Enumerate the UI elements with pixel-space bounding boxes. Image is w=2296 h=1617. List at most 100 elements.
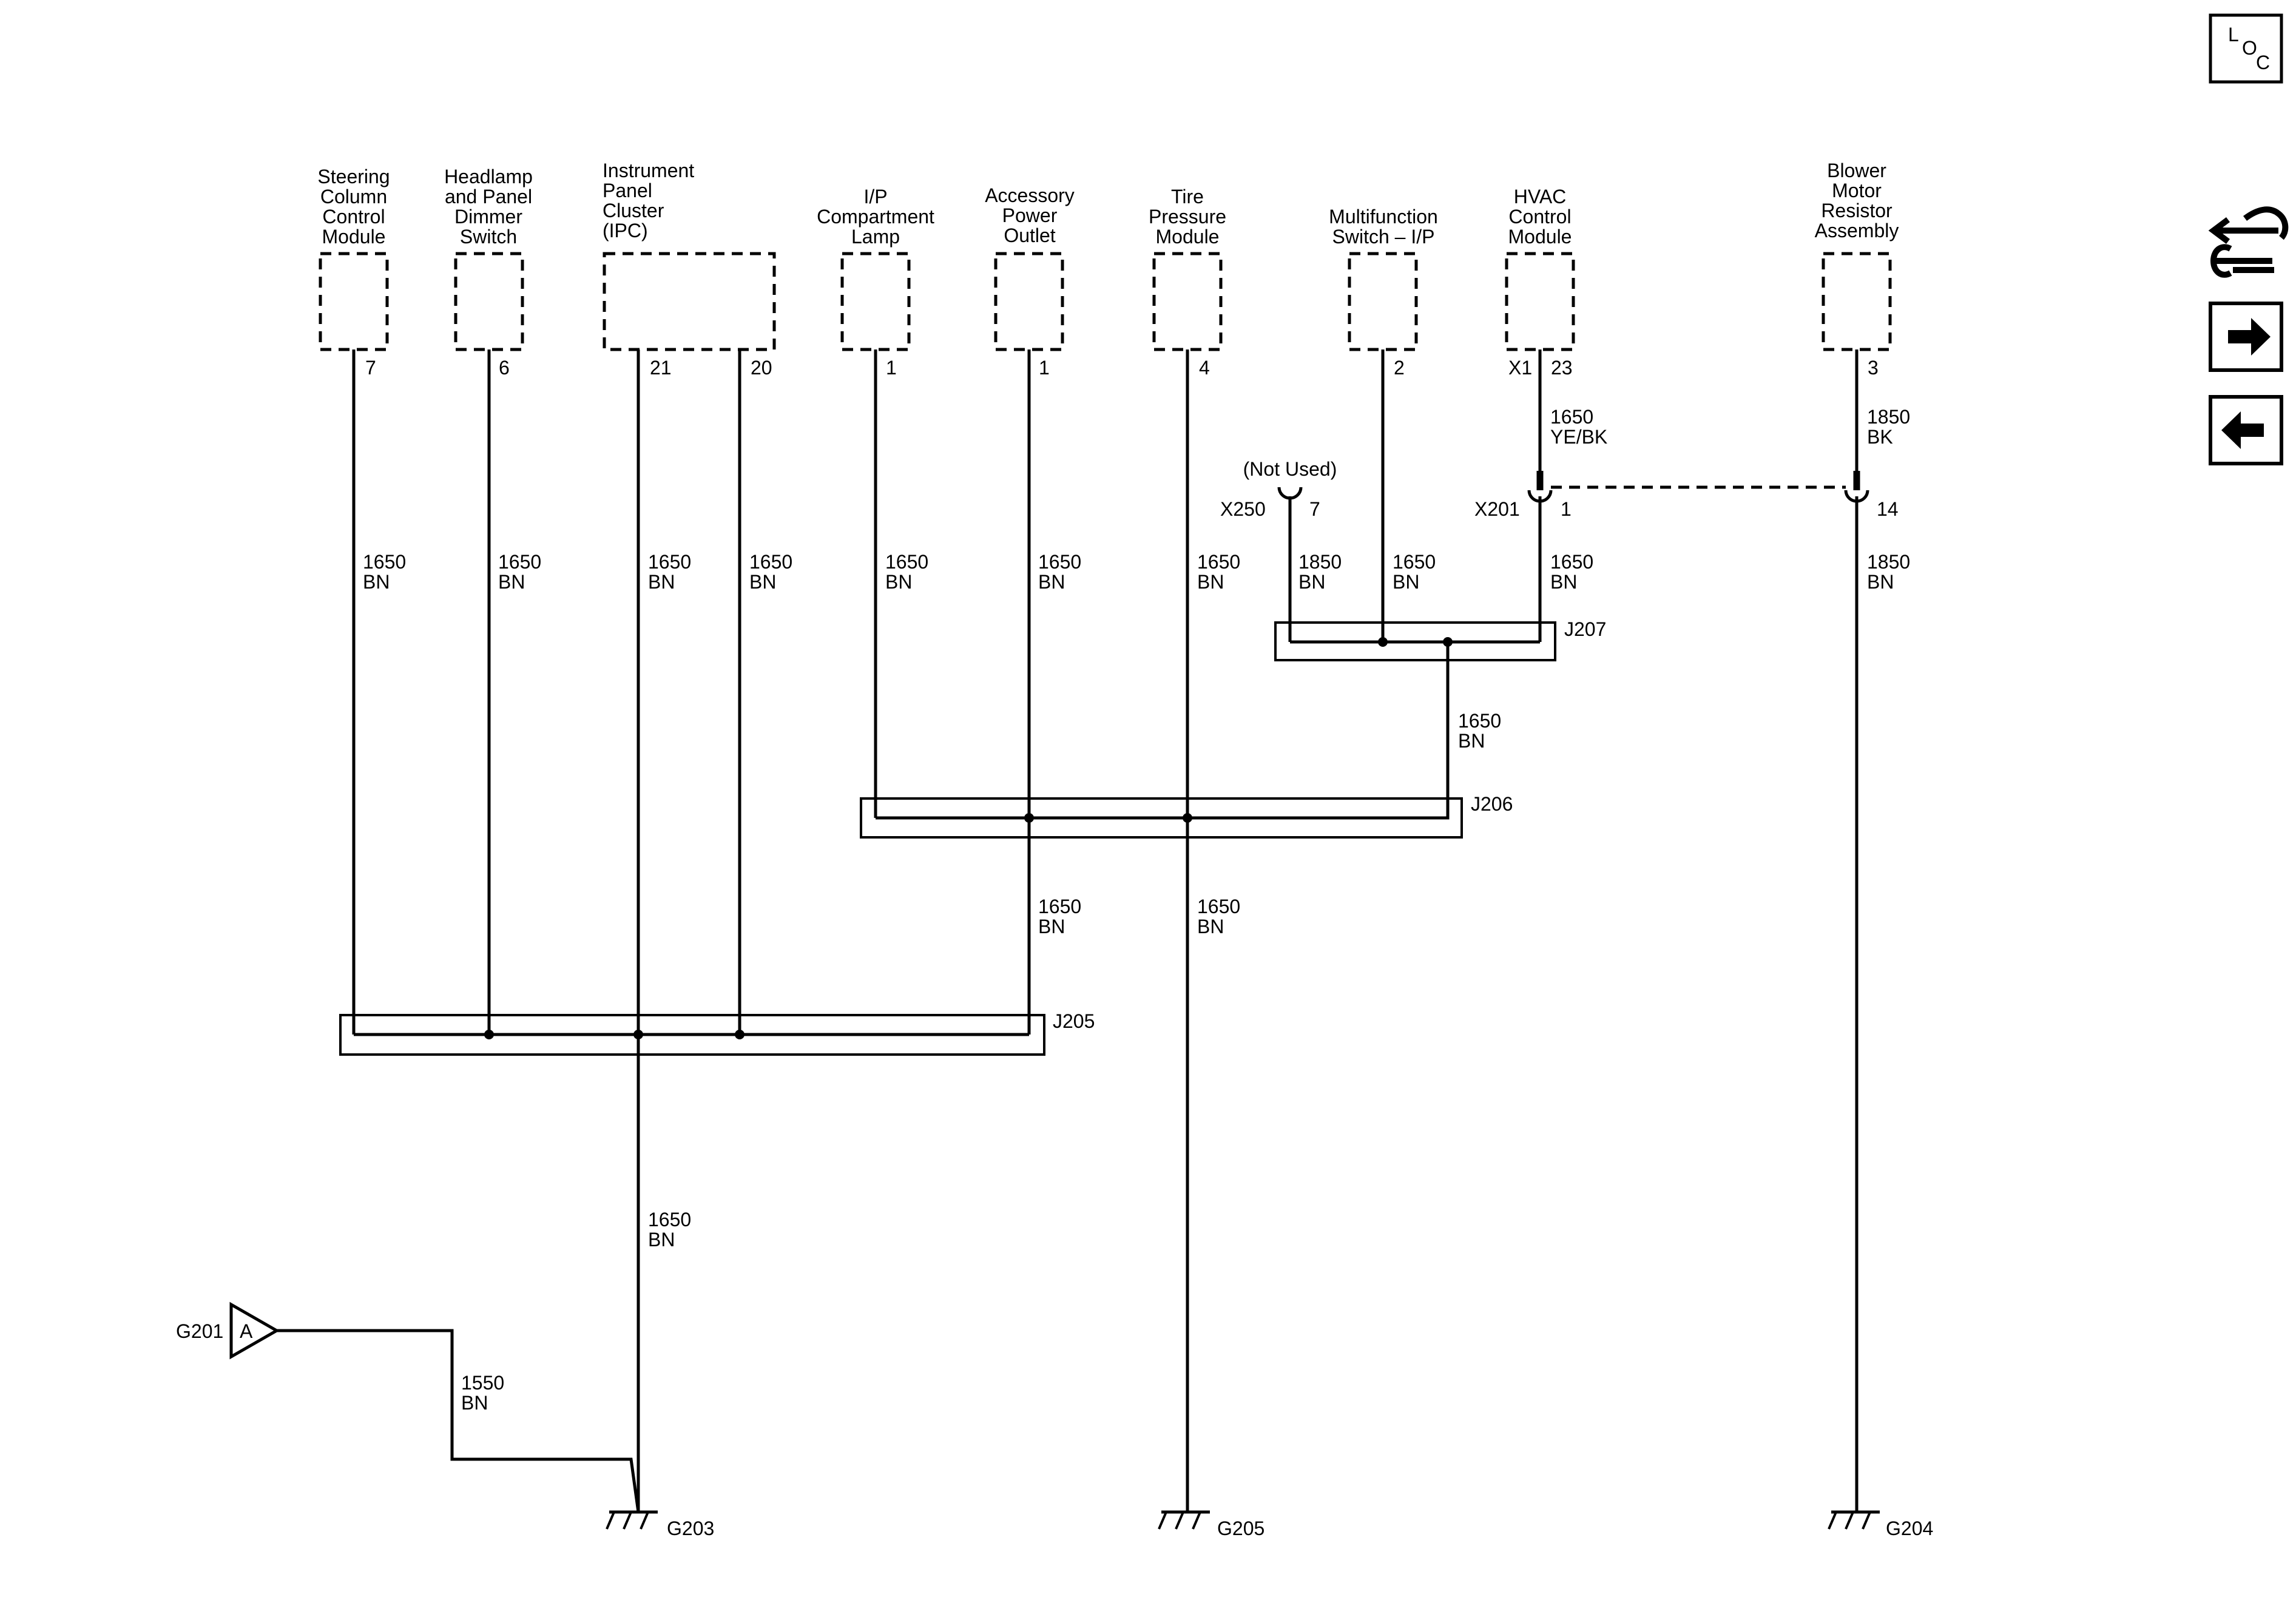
- ip-compartment-lamp-label: I/P Compartment Lamp: [817, 186, 934, 248]
- tire-module-box: [1152, 252, 1223, 351]
- svg-text:1850: 1850: [1298, 551, 1342, 573]
- wire-label: 1650 BN: [498, 551, 541, 593]
- x201-pin-1: 1: [1561, 498, 1572, 520]
- wire-label: 1650 BN: [749, 551, 792, 593]
- svg-text:Accessory: Accessory: [985, 184, 1075, 206]
- svg-text:YE/BK: YE/BK: [1550, 426, 1607, 448]
- svg-text:Panel: Panel: [603, 180, 652, 201]
- junction-dot: [1183, 813, 1192, 823]
- svg-text:Control: Control: [1508, 206, 1571, 228]
- svg-text:C: C: [2256, 52, 2270, 73]
- svg-text:BN: BN: [1393, 571, 1419, 593]
- g201-label: G201: [176, 1320, 223, 1342]
- svg-text:BN: BN: [1197, 916, 1224, 937]
- svg-text:BN: BN: [648, 571, 675, 593]
- svg-text:BN: BN: [1038, 571, 1065, 593]
- splice-j206-label: J206: [1471, 793, 1513, 815]
- x201-connector-id: X201: [1474, 498, 1520, 520]
- junction-dot: [1378, 637, 1388, 647]
- wire-label: 1850 BK: [1867, 406, 1910, 448]
- pin-ipc-20: 20: [751, 357, 772, 379]
- pin-multifunction: 2: [1394, 357, 1405, 379]
- wire-g201: [277, 1329, 640, 1513]
- pin-tire: 4: [1199, 357, 1210, 379]
- svg-text:1650: 1650: [1550, 406, 1593, 428]
- svg-text:1650: 1650: [498, 551, 541, 573]
- arrow-right-icon: [2228, 318, 2271, 356]
- wire-label: 1850 BN: [1298, 551, 1342, 593]
- svg-text:Module: Module: [1156, 226, 1220, 248]
- svg-text:1650: 1650: [885, 551, 928, 573]
- svg-text:1650: 1650: [1393, 551, 1436, 573]
- accessory-power-outlet-label: Accessory Power Outlet: [985, 184, 1075, 246]
- g201-reference-symbol: [229, 1301, 280, 1360]
- svg-text:Headlamp: Headlamp: [444, 166, 533, 187]
- svg-text:BN: BN: [1867, 571, 1894, 593]
- wire-label: 1650 BN: [885, 551, 928, 593]
- svg-text:1650: 1650: [1038, 551, 1081, 573]
- service-wrench-icon[interactable]: [2208, 206, 2289, 278]
- ground-g203: [606, 1510, 658, 1530]
- hvac-module-box: [1505, 252, 1575, 351]
- x201-blower-connector-symbol: [1844, 490, 1869, 503]
- svg-text:1650: 1650: [749, 551, 792, 573]
- previous-page-button[interactable]: [2209, 395, 2283, 465]
- junction-dot: [633, 1030, 643, 1039]
- svg-text:Cluster: Cluster: [603, 200, 664, 221]
- svg-text:1550: 1550: [461, 1372, 504, 1394]
- svg-text:Pressure: Pressure: [1149, 206, 1226, 228]
- ground-g205-label: G205: [1217, 1517, 1264, 1539]
- svg-text:1850: 1850: [1867, 406, 1910, 428]
- pin-ip-lamp: 1: [886, 357, 897, 379]
- svg-text:O: O: [2242, 37, 2257, 59]
- pin-outlet: 1: [1039, 357, 1050, 379]
- svg-text:BN: BN: [1550, 571, 1577, 593]
- junction-dot: [484, 1030, 494, 1039]
- junction-dot: [1024, 813, 1034, 823]
- splice-j205-label: J205: [1053, 1010, 1095, 1032]
- svg-text:Lamp: Lamp: [851, 226, 900, 248]
- ground-g204: [1828, 1510, 1880, 1530]
- wire-label: 1650 BN: [363, 551, 406, 593]
- wire-label: 1650 BN: [1458, 710, 1501, 752]
- wire-label: 1850 BN: [1867, 551, 1910, 593]
- svg-text:BN: BN: [648, 1229, 675, 1251]
- wire-label: 1650 BN: [1393, 551, 1436, 593]
- wire-label: 1550 BN: [461, 1372, 504, 1414]
- svg-text:Dimmer: Dimmer: [454, 206, 522, 228]
- svg-text:Power: Power: [1002, 204, 1058, 226]
- wire-label: 1650 BN: [648, 1209, 691, 1251]
- wire-label: 1650 BN: [1197, 551, 1240, 593]
- next-page-button[interactable]: [2209, 302, 2283, 372]
- splice-j207-label: J207: [1564, 618, 1606, 640]
- instrument-panel-cluster-label: Instrument Panel Cluster (IPC): [603, 160, 694, 241]
- location-icon: [2209, 13, 2283, 84]
- svg-text:Switch: Switch: [460, 226, 517, 248]
- splice-j206: [860, 797, 1463, 839]
- svg-text:BN: BN: [1458, 730, 1485, 752]
- arrow-left-icon: [2221, 411, 2264, 449]
- hvac-control-module-label: HVAC Control Module: [1508, 186, 1572, 248]
- pin-blower: 3: [1868, 357, 1879, 379]
- hvac-connector-id: X1: [1508, 357, 1532, 379]
- multifunction-switch-box: [1348, 252, 1418, 351]
- location-button[interactable]: L O C: [2209, 13, 2283, 84]
- svg-text:Switch – I/P: Switch – I/P: [1332, 226, 1435, 248]
- g201-letter: A: [240, 1320, 253, 1342]
- svg-text:I/P: I/P: [863, 186, 887, 208]
- ip-lamp-box: [840, 252, 911, 351]
- junction-dot: [735, 1030, 745, 1039]
- svg-text:Outlet: Outlet: [1004, 224, 1055, 246]
- blower-motor-resistor-label: Blower Motor Resistor Assembly: [1815, 160, 1899, 241]
- svg-text:1650: 1650: [1197, 551, 1240, 573]
- splice-j205: [339, 1014, 1045, 1056]
- x250-pin: 7: [1309, 498, 1320, 520]
- headlamp-switch-box: [454, 252, 524, 351]
- svg-text:Assembly: Assembly: [1815, 220, 1899, 241]
- steering-column-control-module-label: Steering Column Control Module: [317, 166, 390, 248]
- wire-label: 1650 BN: [1038, 896, 1081, 937]
- svg-text:Compartment: Compartment: [817, 206, 934, 228]
- blower-resistor-box: [1822, 252, 1892, 351]
- multifunction-switch-label: Multifunction Switch – I/P: [1329, 206, 1438, 248]
